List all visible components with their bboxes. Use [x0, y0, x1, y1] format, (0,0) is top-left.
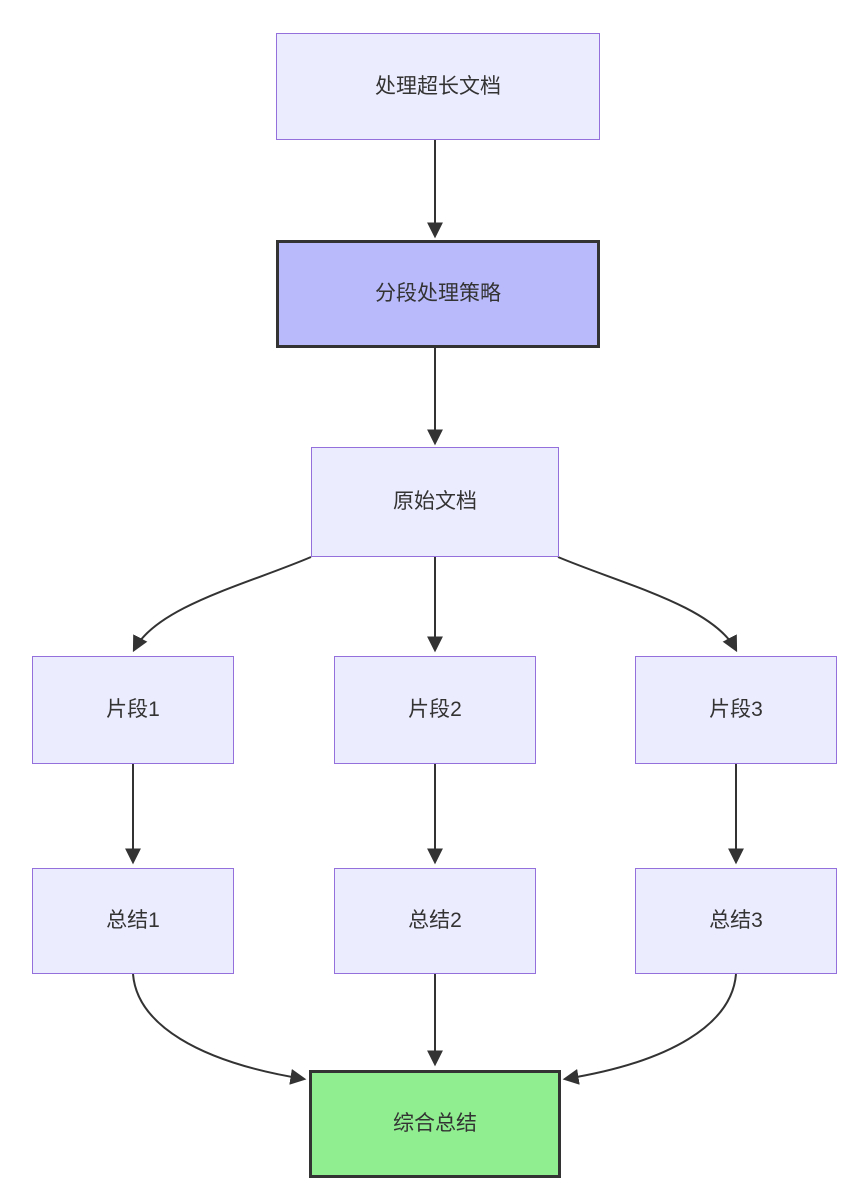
node-fragment-2: 片段2 [334, 656, 536, 764]
node-label: 总结2 [408, 909, 462, 933]
node-fragment-1: 片段1 [32, 656, 234, 764]
node-label: 总结1 [106, 909, 160, 933]
node-label: 处理超长文档 [375, 74, 501, 98]
node-label: 片段3 [709, 698, 763, 722]
edge-e1-to-f [132, 973, 307, 1085]
node-original-document: 原始文档 [311, 447, 559, 557]
edge-c-to-d3 [557, 556, 738, 653]
node-label: 原始文档 [393, 490, 477, 514]
node-summary-1: 总结1 [32, 868, 234, 974]
node-summary-2: 总结2 [334, 868, 536, 974]
edge-e3-to-f [562, 973, 737, 1085]
node-label: 总结3 [709, 909, 763, 933]
node-summary-3: 总结3 [635, 868, 837, 974]
node-segmentation-strategy: 分段处理策略 [276, 240, 600, 348]
node-process-long-document: 处理超长文档 [276, 33, 600, 140]
edge-c-to-d1 [132, 556, 312, 653]
node-combined-summary: 综合总结 [309, 1070, 561, 1178]
node-label: 片段2 [408, 698, 462, 722]
node-fragment-3: 片段3 [635, 656, 837, 764]
node-label: 片段1 [106, 698, 160, 722]
node-label: 综合总结 [393, 1112, 477, 1136]
node-label: 分段处理策略 [375, 282, 501, 306]
